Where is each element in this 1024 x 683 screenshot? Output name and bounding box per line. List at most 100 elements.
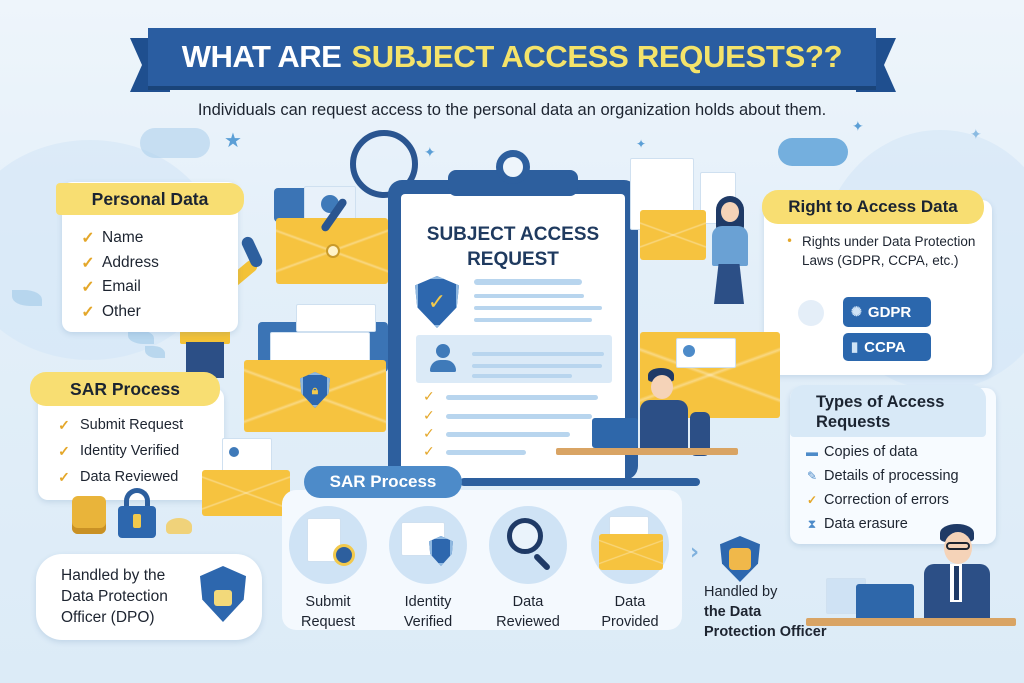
item-label: Correction of errors xyxy=(824,492,949,508)
text-line xyxy=(472,374,572,378)
avatar-body xyxy=(430,360,456,372)
edit-icon: ✎ xyxy=(806,469,818,483)
text-line xyxy=(472,364,602,368)
item-label: Data Reviewed xyxy=(80,469,179,485)
clipboard-title: SUBJECT ACCESS REQUEST xyxy=(401,222,625,272)
heading-line: Types of Access xyxy=(816,393,945,411)
text-line xyxy=(474,294,584,298)
right-to-access-text: Rights under Data Protection Laws (GDPR,… xyxy=(802,234,976,268)
step-data-provided: Data Provided xyxy=(584,506,676,632)
step-label-line: Identity xyxy=(404,594,452,610)
text-line xyxy=(474,279,582,285)
erase-icon: ⧗ xyxy=(807,516,817,531)
item-label: Address xyxy=(102,253,159,271)
padlock-icon xyxy=(118,506,156,538)
types-of-access-list: ▬ Copies of data ✎ Details of processing ✓… xyxy=(802,440,959,536)
check-icon: ✓ xyxy=(58,416,70,433)
cloud-icon xyxy=(778,138,848,166)
title-banner: WHAT ARE SUBJECT ACCESS REQUESTS?? xyxy=(148,28,876,86)
check-icon: ✓ xyxy=(58,468,70,485)
sparkle-icon: ✦ xyxy=(852,119,864,135)
badge-label: GDPR xyxy=(867,303,912,321)
glasses-icon xyxy=(946,542,970,550)
shield-icon xyxy=(429,536,453,566)
document-icon xyxy=(296,304,376,332)
person-head xyxy=(944,532,972,564)
step-label-line: Data xyxy=(614,594,646,610)
tie xyxy=(954,566,959,600)
item-label: Copies of data xyxy=(824,444,918,460)
list-item: ⧗ Data erasure xyxy=(802,512,959,536)
check-icon: ✓ xyxy=(806,493,818,507)
types-of-access-heading: Types of Access Requests xyxy=(816,392,944,432)
data-provided-icon xyxy=(591,506,669,584)
text-line xyxy=(472,352,604,356)
sar-process-list: ✓Submit Request ✓Identity Verified ✓Data… xyxy=(54,412,183,490)
step-label: Data Reviewed xyxy=(482,592,574,632)
copy-icon: ▬ xyxy=(806,445,818,459)
text-line xyxy=(446,432,570,437)
sparkle-icon: ✦ xyxy=(970,127,982,143)
shield-inner xyxy=(729,548,751,570)
list-item: ✓ Submit Request xyxy=(54,412,183,438)
step-label: Identity Verified xyxy=(382,592,474,632)
process-bar xyxy=(460,478,700,486)
check-icon: ✓ xyxy=(81,279,95,297)
step-label-line: Reviewed xyxy=(496,614,560,630)
sparkle-icon: ✦ xyxy=(424,145,436,161)
item-label: Details of processing xyxy=(824,468,959,484)
eu-stars-icon: ✺ xyxy=(851,304,862,319)
list-item: ✓ Other xyxy=(78,300,159,325)
gdpr-badge: ✺ GDPR xyxy=(843,297,931,327)
sar-process-card xyxy=(38,388,224,500)
list-item: ✓ Correction of errors xyxy=(802,488,959,512)
envelope-icon xyxy=(276,218,388,284)
step-label-line: Verified xyxy=(403,614,453,630)
leaf-decoration xyxy=(128,330,154,344)
right-to-access-heading: Right to Access Data xyxy=(762,190,984,224)
cloud-icon xyxy=(140,128,210,158)
submit-request-icon xyxy=(289,506,367,584)
list-item: ✓Address xyxy=(78,251,159,276)
ccpa-badge: ▮ CCPA xyxy=(843,333,931,361)
magnifier-icon xyxy=(507,518,543,554)
envelope-seal xyxy=(326,244,340,258)
item-label: Name xyxy=(102,229,144,247)
coins-icon xyxy=(72,496,106,534)
avatar-icon xyxy=(229,447,239,457)
check-icon: ✓ xyxy=(423,426,435,442)
step-label-line: Request xyxy=(300,614,355,630)
person-suit xyxy=(924,564,990,624)
check-icon: ✓ xyxy=(81,303,95,321)
check-icon: ✓ xyxy=(423,408,435,424)
item-label: Data erasure xyxy=(824,516,908,532)
keyhole xyxy=(133,514,141,528)
shell-decoration xyxy=(166,518,192,534)
final-line: Handled by xyxy=(704,584,778,600)
item-label: Email xyxy=(102,278,141,296)
personal-data-list: ✓ Name ✓Address ✓ Email ✓ Other xyxy=(78,226,159,324)
step-label-line: Provided xyxy=(601,614,659,630)
badge-label: CCPA xyxy=(864,338,906,356)
envelope-icon xyxy=(640,210,706,260)
person-skirt xyxy=(714,264,744,304)
check-icon: ✓ xyxy=(423,444,435,460)
types-of-access-header xyxy=(790,385,986,437)
item-label: Submit Request xyxy=(80,417,184,433)
lock-body xyxy=(214,590,232,606)
dpo-line: Officer (DPO) xyxy=(61,609,155,626)
clipboard-title-line: REQUEST xyxy=(467,249,559,270)
office-chair xyxy=(690,412,710,456)
item-label: Other xyxy=(102,302,141,320)
shield-icon xyxy=(720,536,760,582)
sar-process-pill: SAR Process xyxy=(304,466,462,498)
desk xyxy=(806,618,1016,626)
leaf-decoration xyxy=(145,346,165,358)
magnifier-handle xyxy=(532,552,552,572)
step-data-reviewed: Data Reviewed xyxy=(482,506,574,632)
heading-line: Requests xyxy=(816,413,891,431)
leaf-decoration xyxy=(12,290,42,306)
text-line xyxy=(474,306,602,310)
dpo-text: Handled by the Data Protection Officer (… xyxy=(61,565,168,628)
person-head xyxy=(651,375,673,399)
